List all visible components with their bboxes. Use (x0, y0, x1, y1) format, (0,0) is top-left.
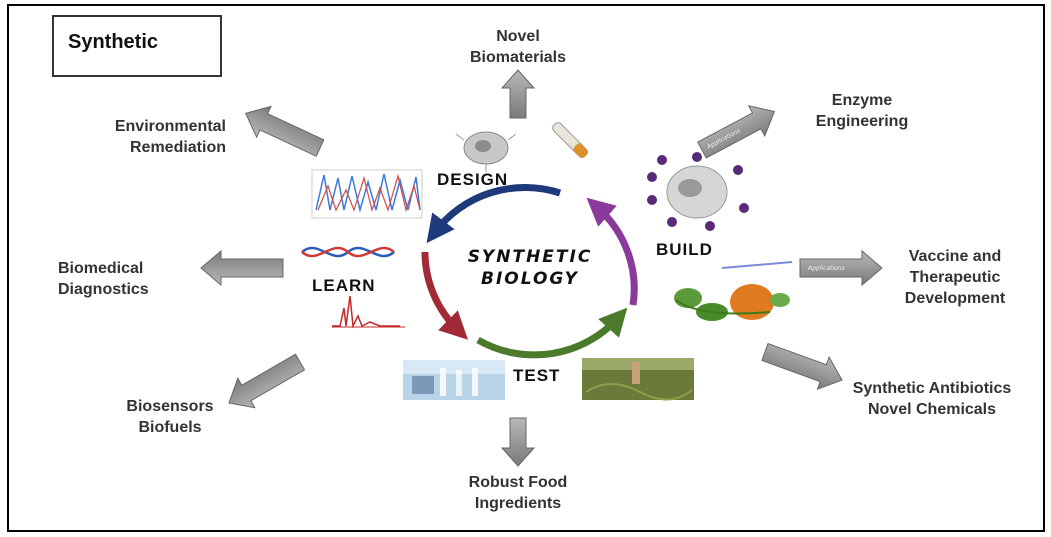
label-antibiotics-line1: Synthetic Antibiotics (852, 380, 1012, 397)
design-arrow (426, 183, 562, 244)
title-box: Synthetic (52, 15, 222, 77)
app-arrow-biomedical (200, 249, 284, 287)
app-arrow-vaccine-tag: Applications (807, 265, 845, 272)
stage-learn: LEARN (312, 276, 376, 295)
field-photo (582, 358, 694, 401)
app-arrow-biosensors (228, 353, 306, 409)
center-text-line1: SYNTHETIC (468, 247, 593, 267)
cell-illustration (455, 131, 517, 172)
label-vaccine-line1: Vaccine and (908, 248, 1002, 265)
label-environmental-remediation: Environmental Remediation (68, 116, 226, 158)
test-arrow (476, 307, 628, 359)
label-novel-biomaterials-line2: Biomaterials (469, 49, 567, 66)
label-biomedical-line2: Diagnostics (58, 281, 149, 298)
app-arrow-enzyme: Applications (697, 105, 776, 159)
app-arrow-antibiotics (761, 342, 843, 391)
plant-illustration (674, 261, 793, 321)
app-arrow-vaccine: Applications (799, 249, 883, 287)
label-vaccine: Vaccine and Therapeutic Development (882, 246, 1028, 309)
label-enzyme-line1: Enzyme (831, 92, 893, 109)
label-biomedical-diagnostics: Biomedical Diagnostics (58, 258, 188, 300)
label-environmental-line2: Remediation (129, 139, 226, 156)
test-tube-illustration (552, 122, 588, 158)
label-novel-biomaterials-line1: Novel (496, 28, 540, 45)
label-biosensors-line1: Biosensors (126, 398, 214, 415)
label-enzyme-line2: Engineering (815, 113, 909, 130)
dna-illustration (301, 246, 395, 258)
lab-photo (403, 360, 505, 400)
stage-build: BUILD (656, 240, 713, 259)
label-food-line2: Ingredients (474, 495, 562, 512)
spectrum-illustration (332, 295, 405, 329)
label-food-line1: Robust Food (468, 474, 568, 491)
learn-arrow (421, 251, 469, 340)
label-enzyme-engineering: Enzyme Engineering (800, 90, 924, 132)
stage-design: DESIGN (437, 170, 508, 189)
app-arrow-biomaterials (500, 69, 536, 119)
label-vaccine-line3: Development (904, 290, 1006, 307)
stage-test: TEST (513, 366, 560, 385)
chromatogram-illustration (311, 169, 423, 219)
label-biosensors: Biosensors Biofuels (120, 396, 220, 438)
label-biomedical-line1: Biomedical (58, 260, 144, 277)
label-vaccine-line2: Therapeutic (909, 269, 1001, 286)
app-arrow-environmental (244, 105, 325, 157)
label-novel-biomaterials: Novel Biomaterials (450, 26, 586, 68)
label-antibiotics-line2: Novel Chemicals (867, 401, 997, 418)
build-arrow (586, 197, 638, 306)
label-robust-food: Robust Food Ingredients (450, 472, 586, 514)
app-arrow-food (500, 417, 536, 467)
label-antibiotics: Synthetic Antibiotics Novel Chemicals (822, 378, 1042, 420)
center-text-line2: BIOLOGY (481, 269, 579, 289)
label-biosensors-line2: Biofuels (138, 419, 202, 436)
virus-illustration (647, 152, 749, 231)
label-environmental-line1: Environmental (114, 118, 226, 135)
title-text: Synthetic (68, 31, 159, 53)
